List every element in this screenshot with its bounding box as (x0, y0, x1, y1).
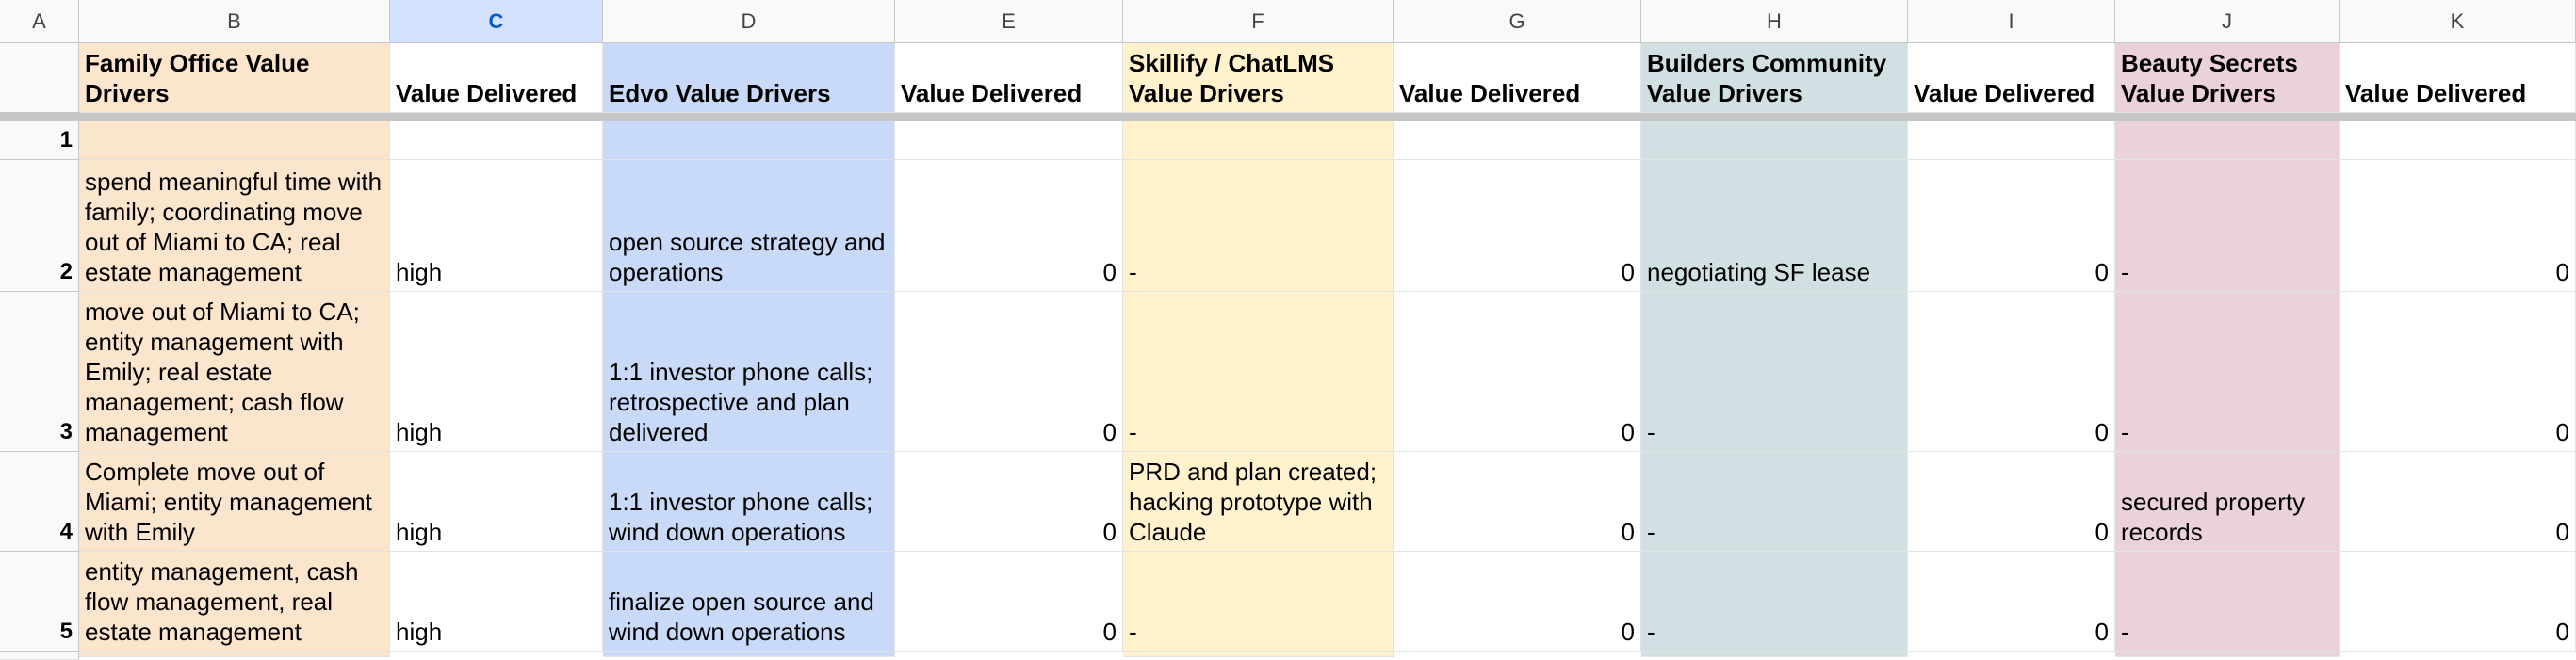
cell-b6-partial[interactable] (79, 652, 390, 657)
cell-f2[interactable]: - (1123, 160, 1394, 292)
header-value-delivered-e[interactable]: Value Delivered (895, 43, 1123, 113)
cell-k3[interactable]: 0 (2340, 292, 2576, 452)
cell-b4[interactable]: Complete move out of Miami; entity manag… (79, 452, 390, 552)
column-header-e[interactable]: E (895, 0, 1123, 43)
cell-h3[interactable]: - (1641, 292, 1908, 452)
cell-f4[interactable]: PRD and plan created; hacking prototype … (1123, 452, 1394, 552)
cell-f6-partial[interactable] (1123, 652, 1394, 657)
cell-g2[interactable]: 0 (1394, 160, 1641, 292)
header-builders-community-value-drivers[interactable]: Builders Community Value Drivers (1641, 43, 1908, 113)
cell-c4[interactable]: high (390, 452, 603, 552)
cell-g4[interactable]: 0 (1394, 452, 1641, 552)
row-header-frozen[interactable] (0, 43, 79, 113)
cell-e2[interactable]: 0 (895, 160, 1123, 292)
header-value-delivered-g[interactable]: Value Delivered (1394, 43, 1641, 113)
cell-h5[interactable]: - (1641, 552, 1908, 652)
cell-e3[interactable]: 0 (895, 292, 1123, 452)
row-header-5[interactable]: 5 (0, 552, 79, 652)
cell-g1[interactable] (1394, 121, 1641, 160)
header-value-delivered-k[interactable]: Value Delivered (2340, 43, 2576, 113)
cell-d3[interactable]: 1:1 investor phone calls; retrospective … (603, 292, 895, 452)
cell-i4[interactable]: 0 (1908, 452, 2115, 552)
cell-h4[interactable]: - (1641, 452, 1908, 552)
column-header-c[interactable]: C (390, 0, 603, 43)
frozen-row-divider[interactable] (0, 113, 2576, 121)
row-header-1[interactable]: 1 (0, 121, 79, 160)
cell-k1[interactable] (2340, 121, 2576, 160)
cell-e5[interactable]: 0 (895, 552, 1123, 652)
cell-h2[interactable]: negotiating SF lease (1641, 160, 1908, 292)
cell-i2[interactable]: 0 (1908, 160, 2115, 292)
column-header-j[interactable]: J (2115, 0, 2340, 43)
cell-g3[interactable]: 0 (1394, 292, 1641, 452)
cell-e1[interactable] (895, 121, 1123, 160)
cell-d1[interactable] (603, 121, 895, 160)
cell-f1[interactable] (1123, 121, 1394, 160)
cell-c3[interactable]: high (390, 292, 603, 452)
cell-f3[interactable]: - (1123, 292, 1394, 452)
cell-c5[interactable]: high (390, 552, 603, 652)
column-header-a[interactable]: A (0, 0, 79, 43)
header-value-delivered-c[interactable]: Value Delivered (390, 43, 603, 113)
cell-j2[interactable]: - (2115, 160, 2340, 292)
cell-h1[interactable] (1641, 121, 1908, 160)
column-header-d[interactable]: D (603, 0, 895, 43)
header-beauty-secrets-value-drivers[interactable]: Beauty Secrets Value Drivers (2115, 43, 2340, 113)
cell-c2[interactable]: high (390, 160, 603, 292)
cell-k5[interactable]: 0 (2340, 552, 2576, 652)
cell-c1[interactable] (390, 121, 603, 160)
column-header-k[interactable]: K (2340, 0, 2576, 43)
cell-e4[interactable]: 0 (895, 452, 1123, 552)
cell-j6-partial[interactable] (2115, 652, 2340, 657)
cell-k4[interactable]: 0 (2340, 452, 2576, 552)
cell-b3[interactable]: move out of Miami to CA; entity manageme… (79, 292, 390, 452)
row-header-2[interactable]: 2 (0, 160, 79, 292)
cell-d5[interactable]: finalize open source and wind down opera… (603, 552, 895, 652)
cell-i1[interactable] (1908, 121, 2115, 160)
header-edvo-value-drivers[interactable]: Edvo Value Drivers (603, 43, 895, 113)
cell-f5[interactable]: - (1123, 552, 1394, 652)
column-header-g[interactable]: G (1394, 0, 1641, 43)
column-header-f[interactable]: F (1123, 0, 1394, 43)
cell-j4[interactable]: secured property records (2115, 452, 2340, 552)
cell-k2[interactable]: 0 (2340, 160, 2576, 292)
cell-b5[interactable]: entity management, cash flow management,… (79, 552, 390, 652)
cell-j1[interactable] (2115, 121, 2340, 160)
row-header-3[interactable]: 3 (0, 292, 79, 452)
column-header-b[interactable]: B (79, 0, 390, 43)
row-header-6-partial[interactable] (0, 652, 79, 660)
cell-i3[interactable]: 0 (1908, 292, 2115, 452)
cell-j3[interactable]: - (2115, 292, 2340, 452)
cell-h6-partial[interactable] (1641, 652, 1908, 657)
cell-d4[interactable]: 1:1 investor phone calls; wind down oper… (603, 452, 895, 552)
row-header-4[interactable]: 4 (0, 452, 79, 552)
column-header-i[interactable]: I (1908, 0, 2115, 43)
cell-b1[interactable] (79, 121, 390, 160)
cell-d6-partial[interactable] (603, 652, 895, 657)
cell-d2[interactable]: open source strategy and operations (603, 160, 895, 292)
cell-b2[interactable]: spend meaningful time with family; coord… (79, 160, 390, 292)
cell-g5[interactable]: 0 (1394, 552, 1641, 652)
column-header-h[interactable]: H (1641, 0, 1908, 43)
cell-j5[interactable]: - (2115, 552, 2340, 652)
header-skillify-value-drivers[interactable]: Skillify / ChatLMS Value Drivers (1123, 43, 1394, 113)
header-value-delivered-i[interactable]: Value Delivered (1908, 43, 2115, 113)
header-family-office-value-drivers[interactable]: Family Office Value Drivers (79, 43, 390, 113)
cell-i5[interactable]: 0 (1908, 552, 2115, 652)
